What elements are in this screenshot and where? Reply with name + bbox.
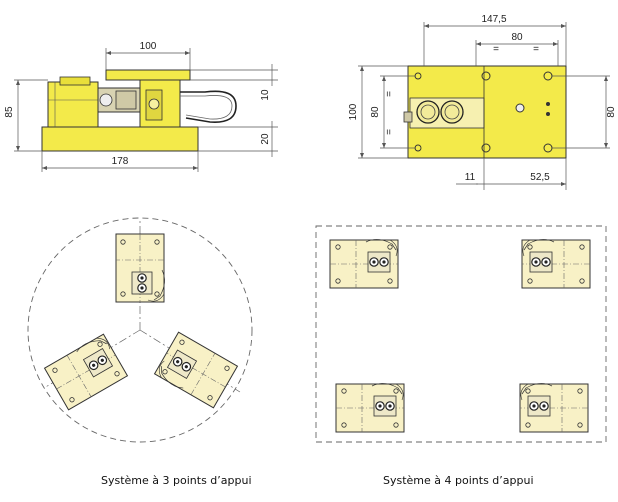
- dim-overall-length: 147,5: [481, 14, 506, 25]
- dim-total-height: 85: [4, 106, 15, 118]
- dim-hole-spacing-right: 80: [606, 106, 617, 118]
- dim-hole-spacing-left: 80: [370, 106, 381, 118]
- equal-mark-left-top: =: [384, 91, 395, 97]
- dim-center-offset: 52,5: [530, 172, 550, 183]
- three-point-mount-right: [153, 331, 239, 409]
- top-view-drawing: [358, 22, 610, 190]
- four-point-frame: [315, 225, 607, 443]
- four-point-layout: [315, 225, 607, 443]
- three-point-mount-left: [43, 333, 129, 411]
- dim-edge-offset: 11: [465, 172, 476, 183]
- three-point-layout: [27, 217, 253, 443]
- caption-three-point: Système à 3 points d’appui: [101, 474, 252, 487]
- four-point-mount-top-right: [521, 238, 591, 289]
- side-view-drawing: [14, 48, 278, 172]
- mount-body: [47, 81, 99, 128]
- dim-base-thickness: 20: [260, 133, 271, 145]
- dim-hole-spacing-top: 80: [511, 32, 523, 43]
- equal-mark-right: =: [533, 44, 539, 55]
- four-point-mount-bottom-right: [519, 382, 589, 433]
- base-plate: [41, 126, 199, 152]
- dim-base-length: 178: [112, 156, 129, 167]
- four-point-mount-bottom-left: [335, 382, 405, 433]
- dim-top-plate-thickness: 10: [260, 89, 271, 101]
- three-point-circle: [27, 217, 253, 443]
- equal-mark-left-bottom: =: [384, 129, 395, 135]
- top-plate: [105, 69, 191, 81]
- dim-top-width: 100: [140, 41, 157, 52]
- equal-mark-left: =: [493, 44, 499, 55]
- three-point-mount-top: [115, 233, 166, 303]
- dim-plate-width: 100: [348, 103, 359, 120]
- caption-four-point: Système à 4 points d’appui: [383, 474, 534, 487]
- four-point-mount-top-left: [329, 238, 399, 289]
- cable-loop: [180, 90, 237, 123]
